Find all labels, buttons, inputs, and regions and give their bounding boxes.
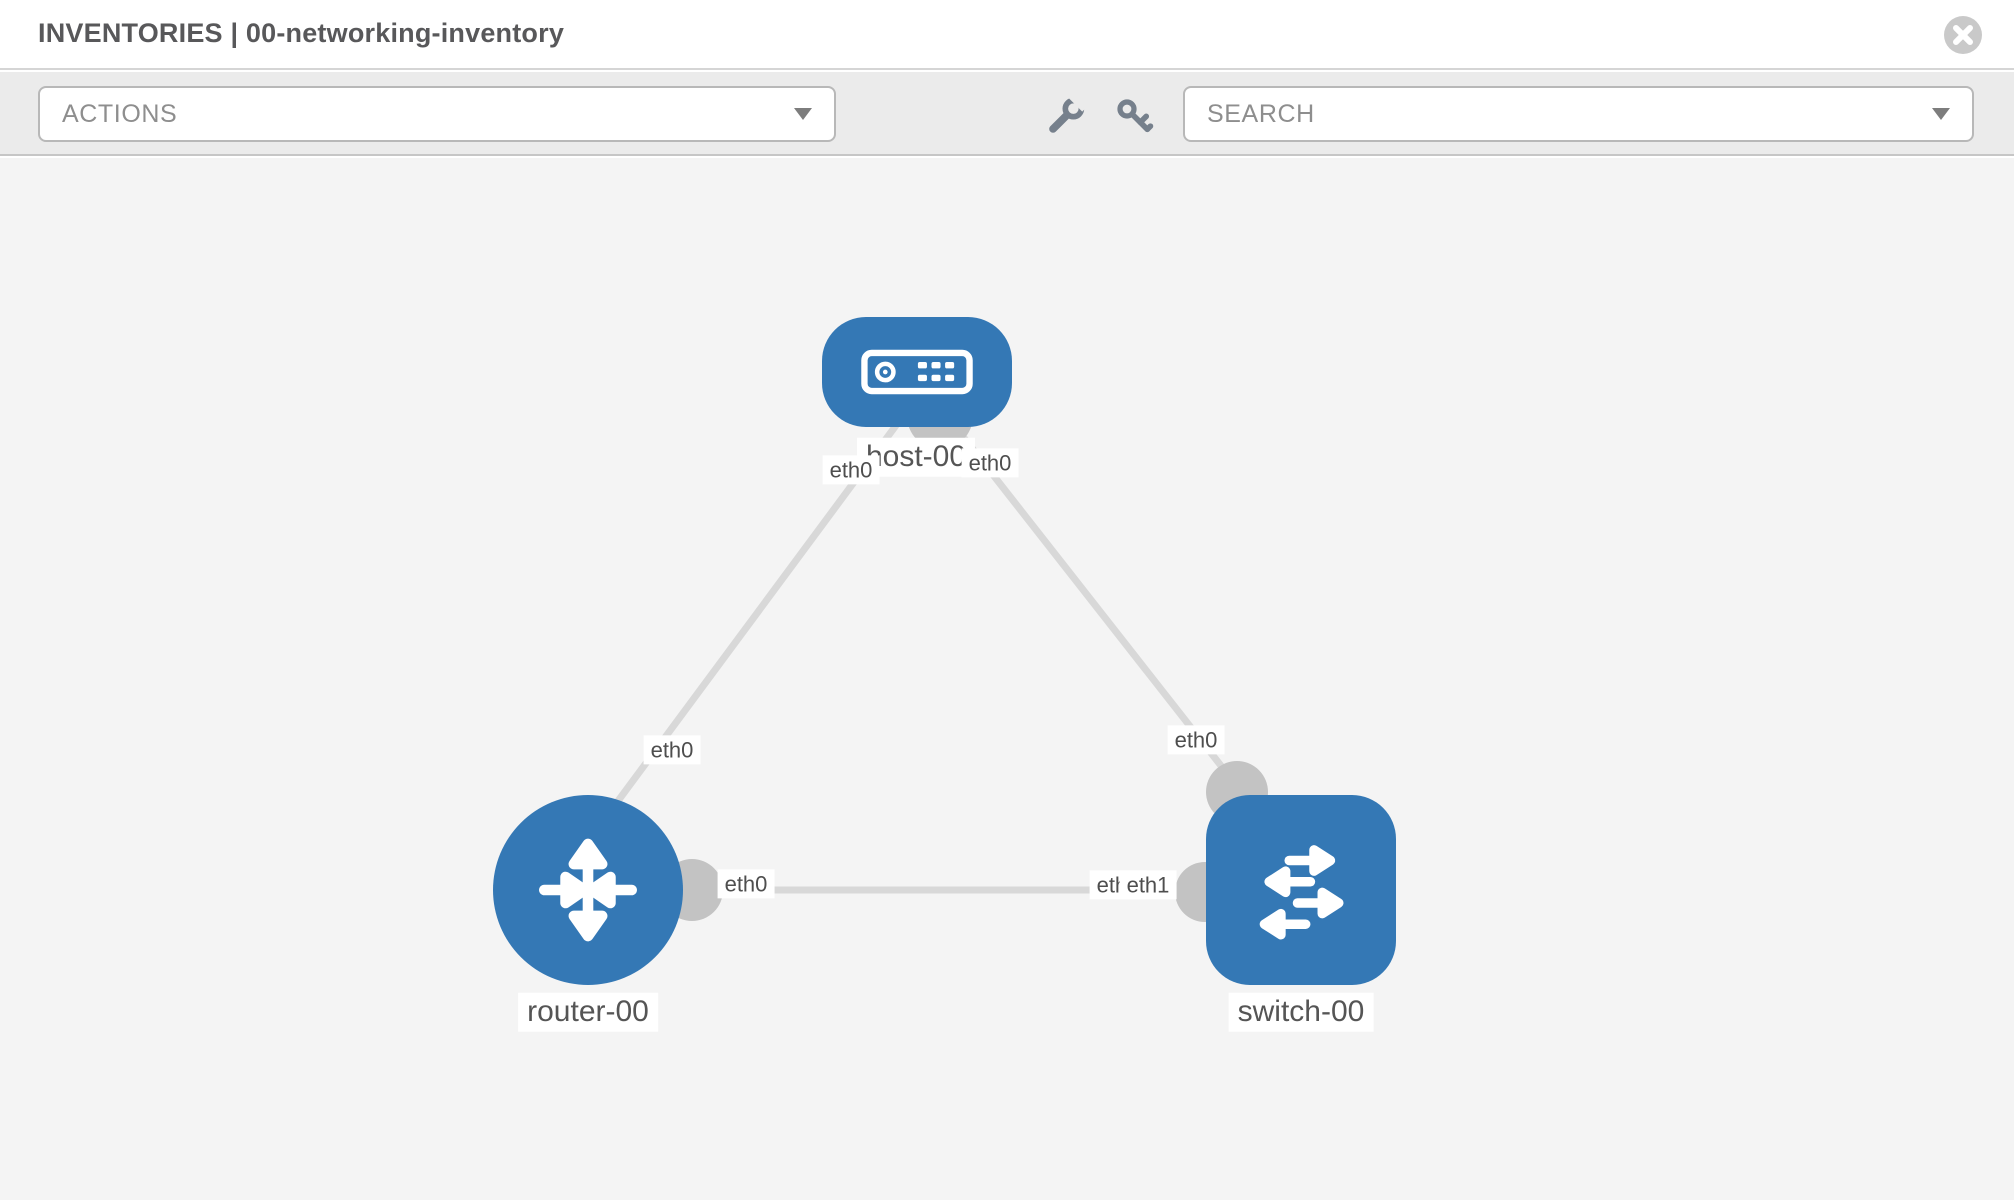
header: INVENTORIES | 00-networking-inventory [0, 0, 2014, 70]
search-dropdown-label: SEARCH [1207, 99, 1315, 128]
interface-label-switch-uplink: eth0 [1167, 725, 1225, 755]
interface-label-router-lan: eth0 [717, 869, 775, 899]
page-title: INVENTORIES | 00-networking-inventory [38, 18, 565, 48]
chevron-down-icon [1932, 108, 1950, 120]
chevron-down-icon [794, 108, 812, 120]
toolbar: ACTIONS SEARCH [0, 72, 2014, 156]
switch-icon [1259, 845, 1344, 940]
actions-dropdown-label: ACTIONS [62, 99, 178, 128]
node-host[interactable] [822, 317, 1012, 427]
close-icon [1953, 25, 1973, 45]
router-icon [539, 838, 637, 942]
host-icon [861, 349, 973, 395]
close-button[interactable] [1944, 16, 1982, 54]
node-router[interactable] [493, 795, 683, 985]
node-label-router: router-00 [518, 992, 658, 1032]
node-switch[interactable] [1206, 795, 1396, 985]
topology-canvas[interactable]: host-00 router-00 switch-00 eth0 eth0 et… [0, 158, 2014, 1200]
interface-label-host-left: eth0 [822, 455, 880, 485]
configure-button[interactable] [1039, 94, 1093, 138]
interface-label-switch-lan: eth1 [1119, 870, 1177, 900]
node-label-switch: switch-00 [1228, 992, 1374, 1032]
interface-label-host-right: eth0 [961, 448, 1019, 478]
wrench-icon [1049, 95, 1087, 133]
topology-links-layer [612, 383, 1268, 922]
credentials-button[interactable] [1107, 94, 1161, 138]
key-icon [1117, 99, 1154, 133]
interface-label-router-uplink: eth0 [643, 735, 701, 765]
actions-dropdown[interactable]: ACTIONS [38, 86, 836, 142]
search-dropdown[interactable]: SEARCH [1183, 86, 1974, 142]
